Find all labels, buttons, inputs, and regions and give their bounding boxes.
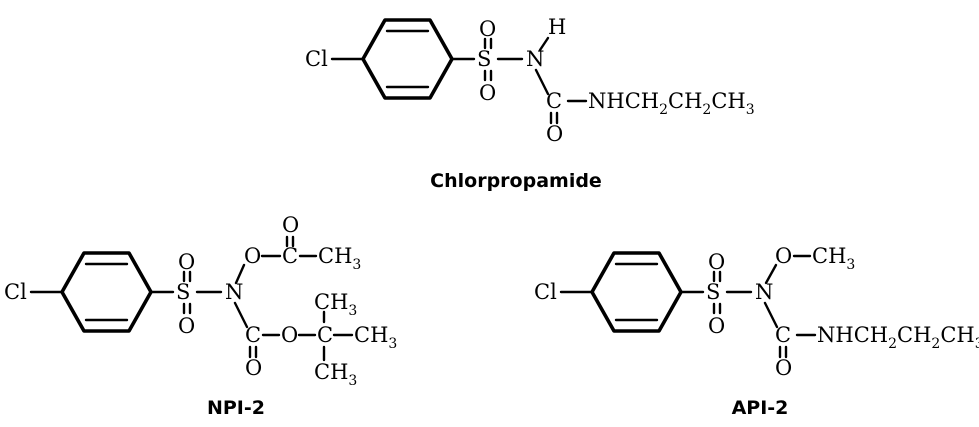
n-o-bond — [234, 263, 246, 285]
hydrogen-atom: H — [548, 15, 566, 39]
api2-caption: API-2 — [732, 397, 789, 419]
oxygen-atom: O — [546, 122, 563, 146]
sulfur-atom: S — [477, 47, 491, 71]
methyl-group: CH3 — [318, 244, 361, 273]
oxygen-atom: O — [775, 356, 792, 380]
n-c-bond — [233, 301, 249, 329]
chlorpropamide-caption: Chlorpropamide — [430, 170, 602, 192]
carbon-atom: C — [245, 323, 261, 347]
methyl-group: CH3 — [812, 244, 855, 273]
oxygen-atom: O — [775, 244, 792, 268]
carbon-atom: C — [775, 323, 791, 347]
oxygen-atom: O — [178, 250, 195, 274]
propylamine-chain: NHCH2CH2CH3 — [588, 89, 755, 118]
methyl-group: CH3 — [314, 360, 357, 389]
carbon-atom: C — [282, 244, 298, 268]
chlorine-atom: Cl — [305, 47, 328, 71]
oxygen-atom: O — [281, 323, 298, 347]
oxygen-atom: O — [708, 314, 725, 338]
npi2-structure: Cl S O O N O C O CH3 C O O C CH3 C — [4, 213, 397, 419]
oxygen-atom: O — [244, 244, 261, 268]
nitrogen-atom: N — [755, 280, 773, 304]
chlorine-atom: Cl — [4, 280, 27, 304]
oxygen-atom: O — [708, 250, 725, 274]
chlorine-atom: Cl — [534, 280, 557, 304]
oxygen-atom: O — [282, 213, 299, 237]
carbon-atom: C — [546, 89, 562, 113]
n-o-bond — [764, 263, 778, 285]
nitrogen-atom: N — [526, 47, 544, 71]
npi2-caption: NPI-2 — [207, 397, 265, 419]
n-c-bond — [763, 301, 779, 329]
methyl-group: CH3 — [354, 323, 397, 352]
api2-structure: Cl S O O N O CH3 C O NHCH2CH2CH3 API-2 — [534, 244, 979, 419]
methyl-group: CH3 — [314, 290, 357, 319]
sulfur-atom: S — [706, 280, 720, 304]
propylamine-chain: NHCH2CH2CH3 — [817, 323, 979, 352]
chlorpropamide-structure: Cl S O O N H C O NHCH2CH2CH3 Chlorpropam… — [305, 15, 755, 192]
carbon-atom: C — [317, 323, 333, 347]
oxygen-atom: O — [479, 17, 496, 41]
n-c-bond — [534, 68, 550, 96]
oxygen-atom: O — [178, 314, 195, 338]
oxygen-atom: O — [245, 356, 262, 380]
n-h-bond — [538, 36, 550, 52]
oxygen-atom: O — [479, 81, 496, 105]
nitrogen-atom: N — [225, 280, 243, 304]
sulfur-atom: S — [176, 280, 190, 304]
